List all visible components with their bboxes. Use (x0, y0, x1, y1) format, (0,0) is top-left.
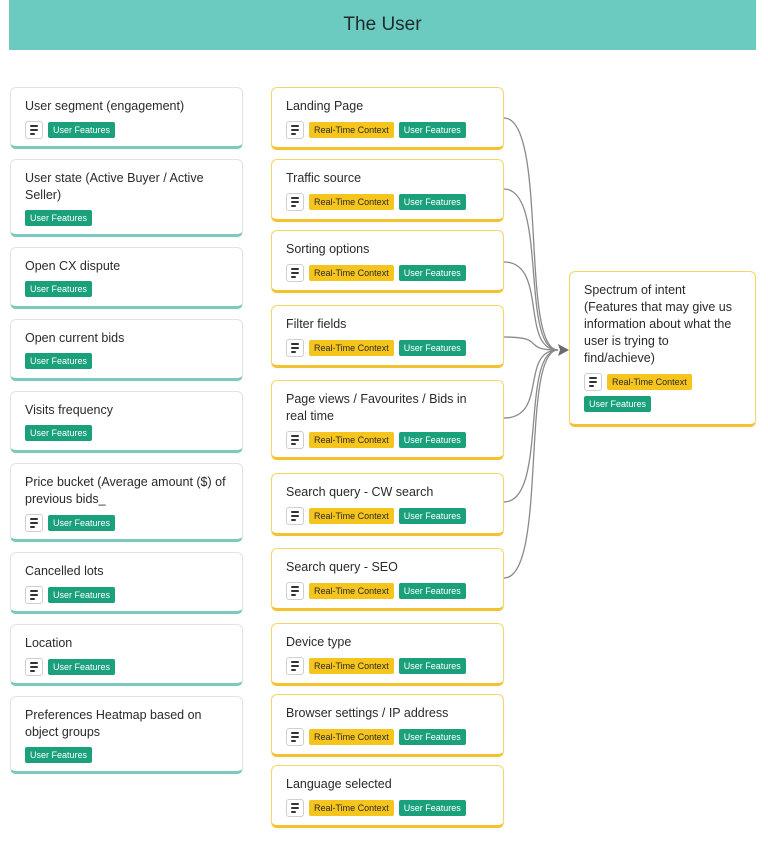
real-time-context-tag[interactable]: Real-Time Context (309, 122, 394, 138)
user-features-tag[interactable]: User Features (398, 122, 466, 138)
real-time-context-tag[interactable]: Real-Time Context (309, 508, 394, 524)
document-icon[interactable] (286, 121, 304, 139)
card-title: Page views / Favourites / Bids in real t… (286, 392, 467, 423)
context-card-language-selected[interactable]: Language selected Real-Time Context User… (271, 765, 504, 828)
real-time-context-tag[interactable]: Real-Time Context (309, 340, 394, 356)
real-time-context-tag[interactable]: Real-Time Context (309, 729, 394, 745)
document-icon[interactable] (286, 582, 304, 600)
card-title: Open current bids (25, 331, 125, 345)
user-features-tag[interactable]: User Features (398, 340, 466, 356)
feature-card-preferences-heatmap[interactable]: Preferences Heatmap based on object grou… (10, 696, 243, 774)
document-icon[interactable] (286, 507, 304, 525)
feature-card-cancelled-lots[interactable]: Cancelled lots User Features (10, 552, 243, 614)
card-title: Sorting options (286, 242, 370, 256)
card-title: Browser settings / IP address (286, 706, 449, 720)
context-card-browser-settings[interactable]: Browser settings / IP address Real-Time … (271, 694, 504, 757)
document-icon[interactable] (25, 121, 43, 139)
user-features-tag[interactable]: User Features (48, 122, 116, 138)
context-card-search-query-seo[interactable]: Search query - SEO Real-Time Context Use… (271, 548, 504, 611)
feature-card-user-state[interactable]: User state (Active Buyer / Active Seller… (10, 159, 243, 237)
card-title: Location (25, 636, 73, 650)
diagram-title: The User (343, 14, 422, 35)
user-features-tag[interactable]: User Features (584, 396, 652, 412)
real-time-context-tag[interactable]: Real-Time Context (607, 374, 692, 390)
card-title: Landing Page (286, 99, 364, 113)
card-title: Cancelled lots (25, 564, 104, 578)
diagram-header: The User (9, 0, 756, 50)
user-features-tag[interactable]: User Features (25, 210, 93, 226)
document-icon[interactable] (286, 431, 304, 449)
context-card-traffic-source[interactable]: Traffic source Real-Time Context User Fe… (271, 159, 504, 222)
user-features-tag[interactable]: User Features (25, 747, 93, 763)
connector-line (503, 349, 559, 419)
context-card-landing-page[interactable]: Landing Page Real-Time Context User Feat… (271, 87, 504, 150)
document-icon[interactable] (25, 514, 43, 532)
document-icon[interactable] (584, 373, 602, 391)
document-icon[interactable] (286, 657, 304, 675)
connector-line (503, 349, 559, 503)
document-icon[interactable] (286, 799, 304, 817)
user-features-tag[interactable]: User Features (398, 265, 466, 281)
user-features-tag[interactable]: User Features (398, 508, 466, 524)
feature-card-user-segment[interactable]: User segment (engagement) User Features (10, 87, 243, 149)
connector-line (503, 261, 559, 351)
user-features-tag[interactable]: User Features (25, 353, 93, 369)
context-card-filter-fields[interactable]: Filter fields Real-Time Context User Fea… (271, 305, 504, 368)
context-card-search-query-cw[interactable]: Search query - CW search Real-Time Conte… (271, 473, 504, 536)
user-features-tag[interactable]: User Features (48, 515, 116, 531)
user-features-tag[interactable]: User Features (398, 729, 466, 745)
context-card-device-type[interactable]: Device type Real-Time Context User Featu… (271, 623, 504, 686)
connector-line (503, 117, 559, 351)
real-time-context-tag[interactable]: Real-Time Context (309, 265, 394, 281)
real-time-context-tag[interactable]: Real-Time Context (309, 194, 394, 210)
context-card-page-views[interactable]: Page views / Favourites / Bids in real t… (271, 380, 504, 460)
spectrum-of-intent-card[interactable]: Spectrum of intent (Features that may gi… (569, 271, 756, 427)
card-title: Open CX dispute (25, 259, 121, 273)
feature-card-visits-frequency[interactable]: Visits frequency User Features (10, 391, 243, 453)
document-icon[interactable] (25, 658, 43, 676)
document-icon[interactable] (286, 193, 304, 211)
card-title: Language selected (286, 777, 392, 791)
card-title: Traffic source (286, 171, 362, 185)
user-features-tag[interactable]: User Features (398, 194, 466, 210)
real-time-context-tag[interactable]: Real-Time Context (309, 658, 394, 674)
feature-card-location[interactable]: Location User Features (10, 624, 243, 686)
document-icon[interactable] (286, 264, 304, 282)
feature-card-open-current-bids[interactable]: Open current bids User Features (10, 319, 243, 381)
card-title: Search query - CW search (286, 485, 434, 499)
card-title: Visits frequency (25, 403, 114, 417)
real-time-context-tag[interactable]: Real-Time Context (309, 432, 394, 448)
feature-card-open-cx-dispute[interactable]: Open CX dispute User Features (10, 247, 243, 309)
user-features-tag[interactable]: User Features (398, 658, 466, 674)
document-icon[interactable] (286, 339, 304, 357)
card-title: Device type (286, 635, 352, 649)
card-title: User segment (engagement) (25, 99, 185, 113)
context-card-sorting-options[interactable]: Sorting options Real-Time Context User F… (271, 230, 504, 293)
user-features-tag[interactable]: User Features (25, 425, 93, 441)
user-features-tag[interactable]: User Features (398, 800, 466, 816)
arrowhead-icon (558, 344, 569, 356)
card-title: Price bucket (Average amount ($) of prev… (25, 475, 226, 506)
card-title: User state (Active Buyer / Active Seller… (25, 171, 204, 202)
document-icon[interactable] (286, 728, 304, 746)
document-icon[interactable] (25, 586, 43, 604)
real-time-context-tag[interactable]: Real-Time Context (309, 800, 394, 816)
user-features-tag[interactable]: User Features (25, 281, 93, 297)
card-title: Filter fields (286, 317, 347, 331)
card-title: Search query - SEO (286, 560, 398, 574)
feature-card-price-bucket[interactable]: Price bucket (Average amount ($) of prev… (10, 463, 243, 542)
user-features-tag[interactable]: User Features (398, 583, 466, 599)
connector-line (503, 349, 559, 579)
user-features-tag[interactable]: User Features (398, 432, 466, 448)
real-time-context-tag[interactable]: Real-Time Context (309, 583, 394, 599)
card-title: Spectrum of intent (Features that may gi… (584, 283, 732, 365)
user-features-tag[interactable]: User Features (48, 587, 116, 603)
user-features-tag[interactable]: User Features (48, 659, 116, 675)
connector-line (503, 188, 559, 351)
card-title: Preferences Heatmap based on object grou… (25, 708, 202, 739)
connector-line (503, 336, 559, 351)
